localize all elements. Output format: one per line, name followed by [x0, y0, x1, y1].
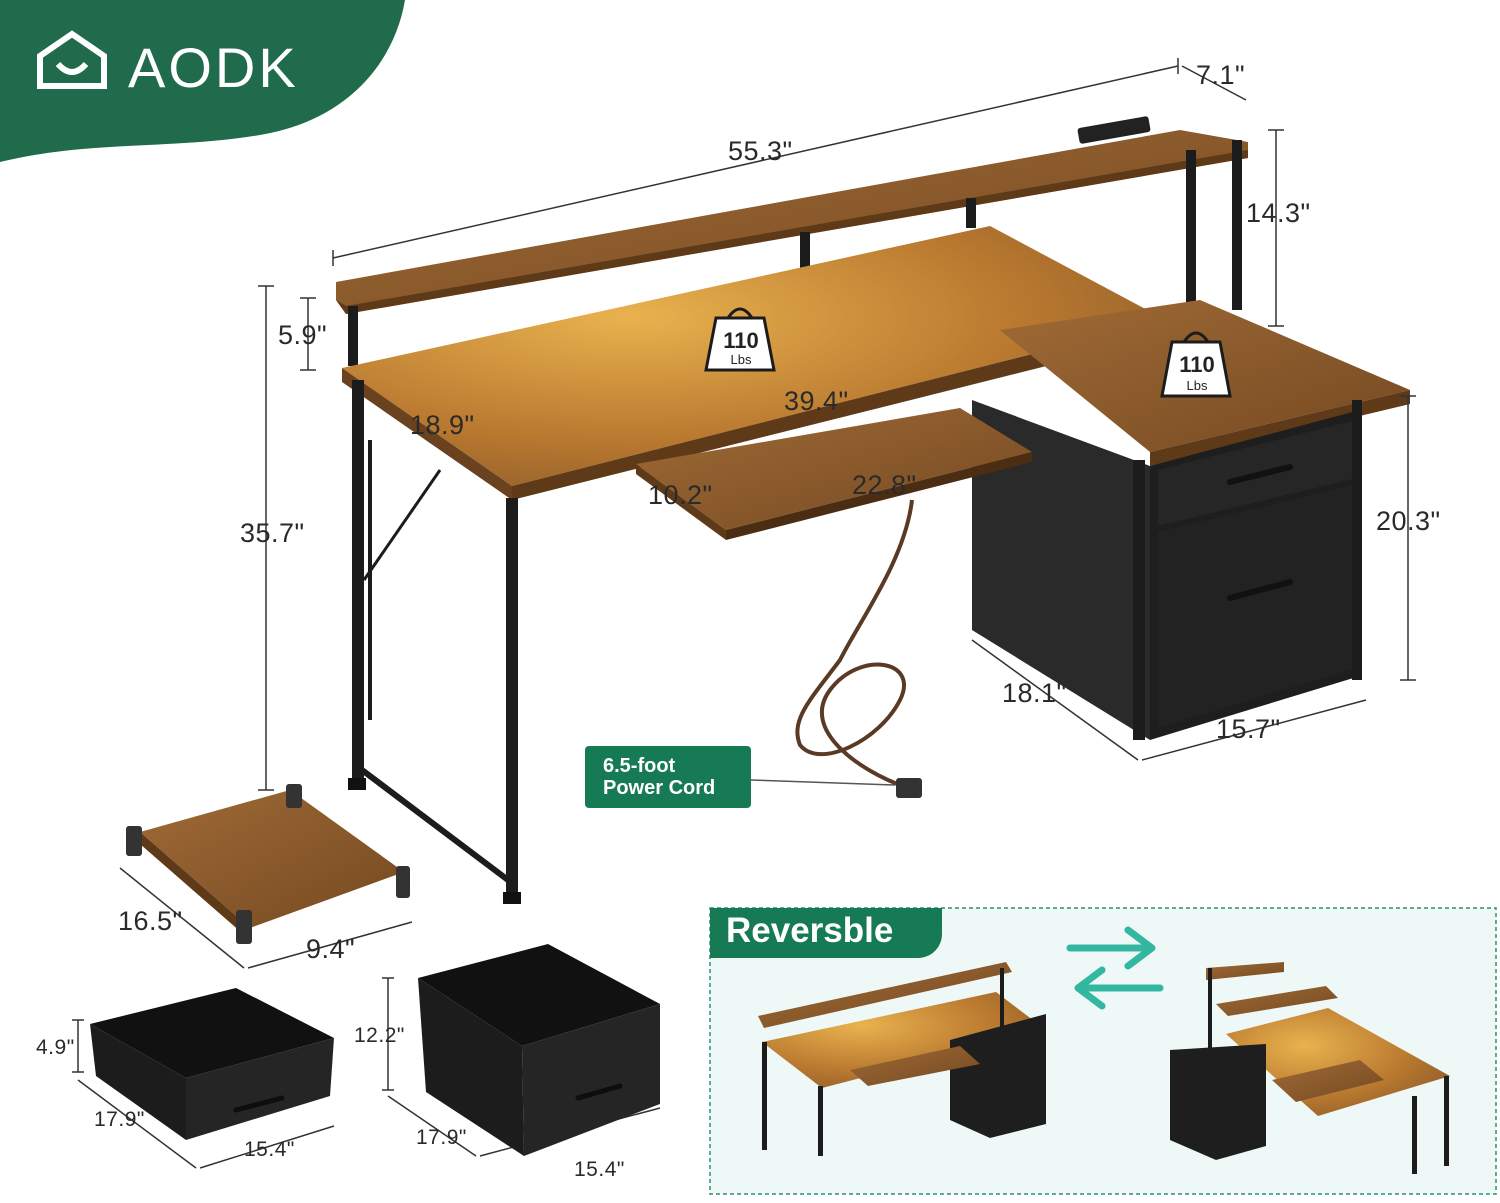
power-cord-label: 6.5-foot Power Cord: [585, 746, 751, 808]
power-cord-line2: Power Cord: [603, 777, 716, 799]
dim-cabinet-height: 20.3": [1376, 506, 1441, 536]
dim-large-drawer-width: 15.4": [574, 1158, 625, 1181]
load-badge-desk-unit: Lbs: [730, 352, 752, 367]
mini-desk-right: [1170, 962, 1450, 1174]
cpu-stand: [140, 790, 404, 928]
drawer-bottom-front: [1158, 484, 1356, 728]
dim-desk-width: 39.4": [784, 386, 849, 416]
dim-cabinet-depth: 18.1": [1002, 678, 1067, 708]
dim-cpu-stand-depth: 16.5": [118, 906, 183, 936]
dim-large-drawer-depth: 17.9": [416, 1126, 467, 1149]
cabinet-side: [972, 400, 1150, 740]
dimension-lines: [72, 58, 1416, 1169]
dim-small-drawer-height: 4.9": [36, 1036, 75, 1059]
reversible-label: Reversble: [710, 908, 942, 958]
load-badge-desk-icon: [704, 307, 776, 372]
mini-desk-left: [758, 962, 1046, 1156]
large-drawer: [418, 944, 660, 1046]
load-badge-desk-value: 110: [723, 328, 759, 353]
dim-desk-height: 35.7": [240, 518, 305, 548]
swap-arrows-icon: [1066, 926, 1164, 1010]
load-badge-cabinet-value: 110: [1179, 352, 1215, 377]
dim-hutch-height: 14.3": [1246, 198, 1311, 228]
dim-large-drawer-height: 12.2": [354, 1024, 405, 1047]
dim-keyboard-depth: 10.2": [648, 480, 713, 510]
plug-icon: [896, 778, 922, 798]
small-drawer: [90, 988, 334, 1078]
load-badge-cabinet-unit: Lbs: [1186, 378, 1208, 393]
power-cord-line1: 6.5-foot: [603, 755, 676, 777]
power-strip-icon: [1077, 116, 1151, 144]
dim-desk-depth: 18.9": [410, 410, 475, 440]
dim-hutch-width: 55.3": [728, 136, 793, 166]
dim-cabinet-width: 15.7": [1216, 714, 1281, 744]
dim-small-drawer-depth: 17.9": [94, 1108, 145, 1131]
dim-monitor-shelf-height: 5.9": [278, 320, 328, 350]
brand-name: AODK: [128, 36, 299, 99]
load-badge-cabinet-icon: [1160, 331, 1232, 398]
dim-keyboard-width: 22.8": [852, 470, 917, 500]
desk-leg-left-front: [352, 380, 364, 780]
keyboard-tray: [636, 408, 1032, 530]
power-cord: [795, 499, 914, 787]
dim-hutch-depth: 7.1": [1196, 60, 1246, 90]
hutch-shelf: [336, 130, 1248, 314]
dim-cpu-stand-width: 9.4": [306, 934, 356, 964]
brand-logo-icon: [37, 30, 107, 89]
desk-leg-left-back: [506, 498, 518, 898]
dim-small-drawer-width: 15.4": [244, 1138, 295, 1161]
brand-banner: [0, 0, 405, 162]
